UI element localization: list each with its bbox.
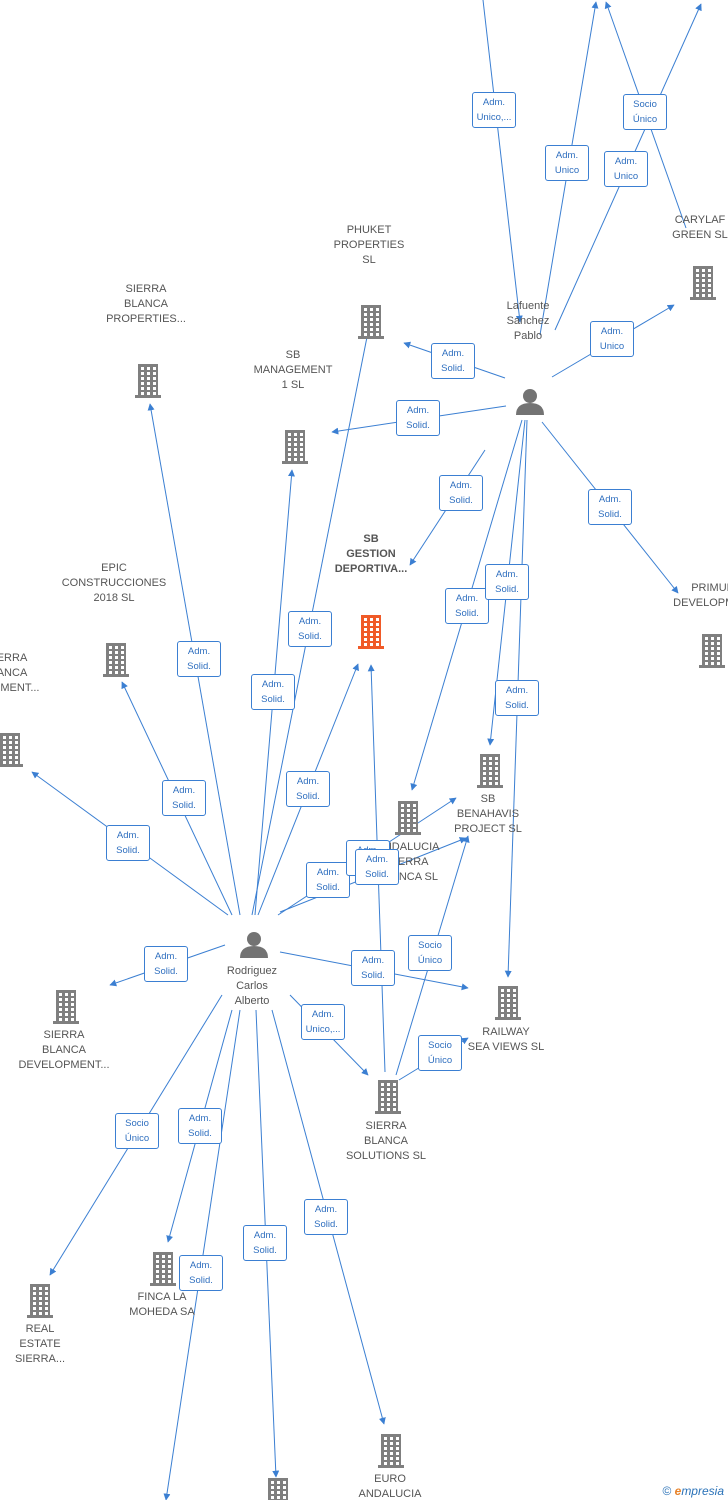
edge-label: Adm. Unico,... [471,92,517,128]
edge-label: Adm. Solid. [286,771,330,807]
node-label-sb-management-1: SB MANAGEMENT 1 SL [253,349,333,391]
node-label-sierra-blanca-properties: SIERRA BLANCA PROPERTIES... [106,283,186,325]
building-icon[interactable] [0,733,23,767]
person-icon[interactable] [516,389,544,415]
edge-label: Adm. Solid. [306,862,350,898]
edge-label: Adm. Solid. [396,400,440,436]
footer-brand: © empresia [662,1484,724,1498]
node-label-sierra-blanca-development-left: ERRA ANCA OPMENT... [0,652,40,694]
edge-label: Adm. Solid. [144,946,188,982]
node-label-sb-benahavis-project: SB BENAHAVIS PROJECT SL [454,793,522,835]
nodes [0,266,725,1500]
edge-label: Adm. Solid. [439,475,483,511]
building-icon[interactable] [375,1080,401,1114]
edge-label: Adm. Solid. [495,680,539,716]
edge-label: Adm. Solid. [177,641,221,677]
node-label-epic-construcciones: EPIC CONSTRUCCIONES 2018 SL [61,562,167,604]
building-icon[interactable] [495,986,521,1020]
edge-label: Adm. Unico [604,151,648,187]
node-label-sierra-blanca-development: SIERRA BLANCA DEVELOPMENT... [18,1029,110,1071]
edge-line [482,0,523,323]
edge-label: Adm. Solid. [243,1225,287,1261]
edge-label: Adm. Solid. [178,1108,222,1144]
building-icon[interactable] [27,1284,53,1318]
person-icon[interactable] [240,932,268,958]
edge-label: Socio Único [623,94,667,130]
building-icon[interactable] [395,801,421,835]
edge-label: Adm. Solid. [588,489,632,525]
building-icon[interactable] [358,305,384,339]
edge-label: Socio Único [115,1113,159,1149]
edge-label: Adm. Solid. [431,343,475,379]
node-label-real-estate-sierra: REAL ESTATE SIERRA... [14,1323,66,1365]
brand-initial: e [674,1484,682,1498]
edge-label: Adm. Solid. [351,950,395,986]
edge-label: Adm. Solid. [355,849,399,885]
edge-label: Adm. Solid. [162,780,206,816]
node-label-sierra-blanca-solutions: SIERRA BLANCA SOLUTIONS SL [345,1120,427,1162]
edge-label: Adm. Solid. [251,674,295,710]
edge-label: Adm. Unico [590,321,634,357]
edge-label: Socio Único [418,1035,462,1071]
edge-label: Adm. Unico [545,145,589,181]
edge-label: Socio Único [408,935,452,971]
building-icon[interactable] [103,643,129,677]
copyright-symbol: © [662,1484,672,1498]
edge-label: Adm. Solid. [179,1255,223,1291]
edge-label: Adm. Solid. [288,611,332,647]
node-label-sb-gestion-deportiva: SB GESTION DEPORTIVA... [334,533,408,575]
building-icon[interactable] [690,266,716,300]
node-label-carylaf-green: CARYLAF GREEN SL [672,214,728,241]
building-icon[interactable] [282,430,308,464]
edge-label: Adm. Solid. [106,825,150,861]
building-icon[interactable] [358,615,384,649]
building-icon[interactable] [135,364,161,398]
building-icon[interactable] [477,754,503,788]
node-label-rodriguez-carlos-alberto: Rodriguez Carlos Alberto [226,965,278,1007]
node-label-phuket-properties: PHUKET PROPERTIES SL [333,224,405,266]
building-icon[interactable] [265,1478,291,1500]
node-label-euro-andalucia: EURO ANDALUCIA [358,1473,422,1500]
building-icon[interactable] [378,1434,404,1468]
edge-label: Adm. Solid. [445,588,489,624]
edge-label: Adm. Solid. [485,564,529,600]
building-icon[interactable] [150,1252,176,1286]
building-icon[interactable] [53,990,79,1024]
edge-label: Adm. Solid. [304,1199,348,1235]
node-label-lafuente-sanchez-pablo: Lafuente Sanchez Pablo [506,300,550,342]
node-label-primul-development: PRIMUL DEVELOPME... [673,582,728,609]
edge-label: Adm. Unico,... [300,1004,346,1040]
building-icon[interactable] [699,634,725,668]
node-label-railway-sea-views: RAILWAY SEA VIEWS SL [467,1026,545,1053]
brand-name: mpresia [681,1484,724,1498]
node-label-finca-la-moheda: FINCA LA MOHEDA SA [129,1291,195,1318]
